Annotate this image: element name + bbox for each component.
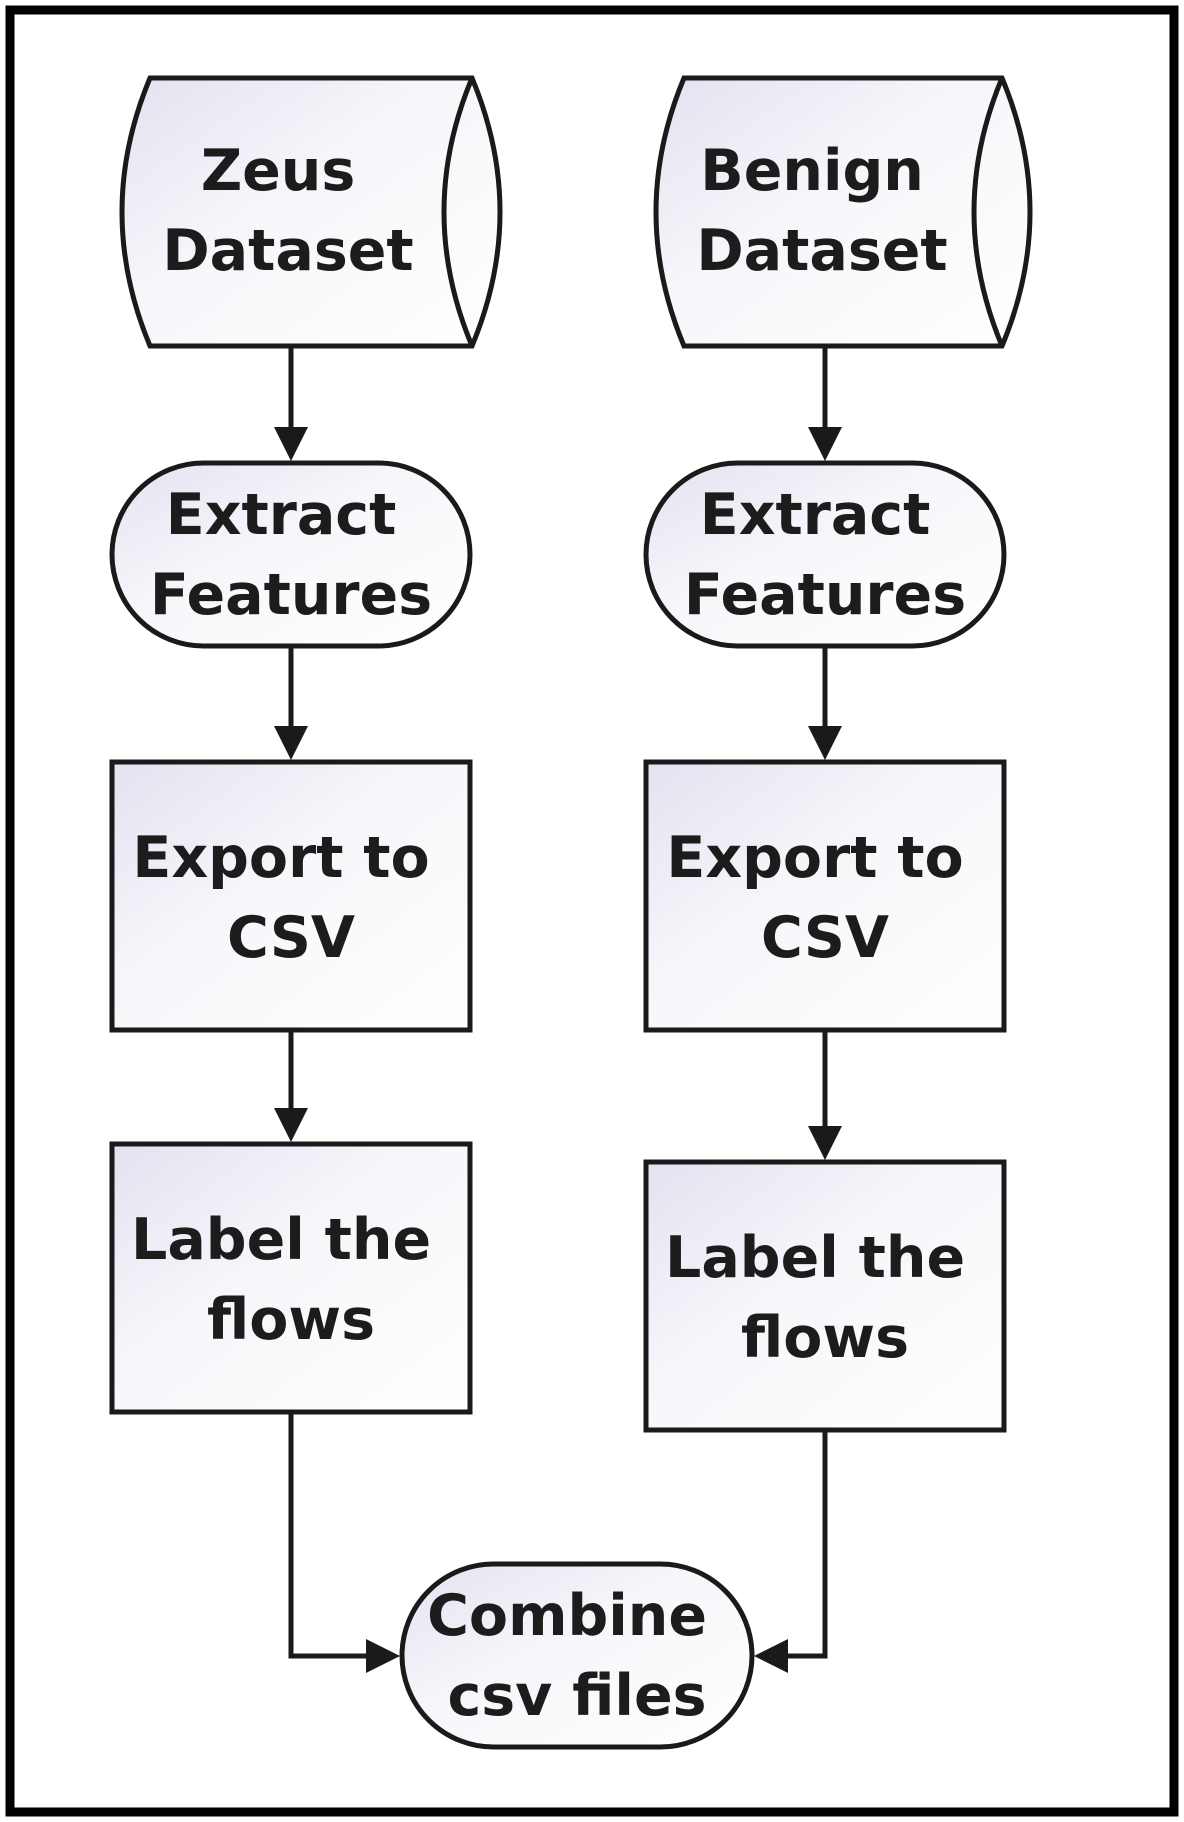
label-left-line2: flows	[207, 1287, 375, 1353]
benign-dataset-line2: Dataset	[696, 218, 947, 284]
extract-left-line1: Extract	[166, 482, 397, 548]
export-right-line1: Export to	[666, 825, 963, 891]
svg-text:Export to CSV: Export to CSV	[132, 825, 449, 971]
extract-right-line2: Features	[684, 562, 966, 628]
outer-border	[5, 5, 1179, 1817]
extract-features-left-node: Extract Features	[109, 460, 473, 649]
svg-text:Export to CSV: Export to CSV	[666, 825, 983, 971]
extract-left-line2: Features	[150, 562, 432, 628]
combine-csv-node: Combine csv files	[399, 1561, 755, 1750]
edge-benign-to-extract	[808, 346, 842, 461]
edge-label-left-to-combine	[288, 1412, 400, 1673]
edge-export-to-label-right	[808, 1030, 842, 1160]
export-right-line2: CSV	[761, 905, 889, 971]
zeus-dataset-line1: Zeus	[201, 138, 356, 204]
extract-features-right-node: Extract Features	[643, 460, 1007, 649]
extract-right-line1: Extract	[700, 482, 931, 548]
edge-label-right-to-combine	[754, 1430, 828, 1673]
svg-text:Extract Features: Extract Features	[150, 482, 432, 628]
edge-extract-to-export-left	[274, 646, 308, 760]
benign-dataset-line1: Benign	[700, 138, 924, 204]
svg-text:Label the flows: Label the flows	[665, 1225, 985, 1371]
label-right-line2: flows	[741, 1305, 909, 1371]
label-flows-left-node: Label the flows	[109, 1141, 473, 1415]
benign-dataset-node: Benign Dataset	[653, 75, 1033, 349]
svg-text:Extract Features: Extract Features	[684, 482, 966, 628]
edge-extract-to-export-right	[808, 646, 842, 760]
label-flows-right-node: Label the flows	[643, 1159, 1007, 1433]
label-left-line1: Label the	[131, 1207, 431, 1273]
edge-export-to-label-left	[274, 1030, 308, 1142]
svg-text:Label the flows: Label the flows	[131, 1207, 451, 1353]
combine-line2: csv files	[447, 1663, 706, 1729]
export-csv-right-node: Export to CSV	[643, 759, 1007, 1033]
export-csv-left-node: Export to CSV	[109, 759, 473, 1033]
combine-line1: Combine	[427, 1583, 707, 1649]
label-right-line1: Label the	[665, 1225, 965, 1291]
zeus-dataset-line2: Dataset	[162, 218, 413, 284]
export-left-line1: Export to	[132, 825, 429, 891]
svg-text:Combine csv files: Combine csv files	[427, 1583, 727, 1729]
svg-text:Zeus Dataset: Zeus Dataset	[162, 138, 413, 284]
zeus-dataset-node: Zeus Dataset	[119, 75, 503, 349]
edge-zeus-to-extract	[274, 346, 308, 461]
svg-text:Benign Dataset: Benign Dataset	[696, 138, 947, 284]
export-left-line2: CSV	[227, 905, 355, 971]
